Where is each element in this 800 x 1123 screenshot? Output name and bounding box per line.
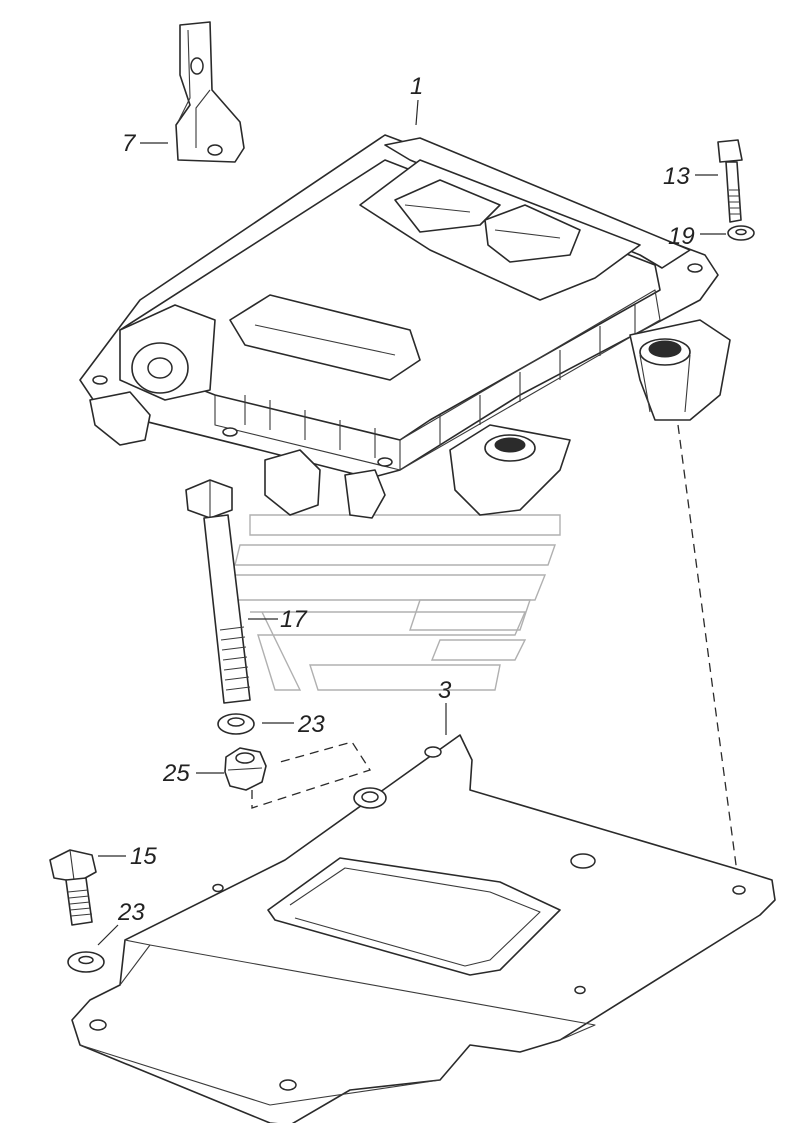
washer-part-23-upper (217, 713, 255, 735)
washer-part-19 (727, 225, 755, 241)
leader-lines (97, 99, 726, 946)
control-unit-part-1 (79, 134, 731, 519)
bolt-part-15 (49, 849, 97, 926)
bolt-part-13 (717, 139, 743, 223)
long-bolt-part-17 (185, 479, 251, 704)
callout-25: 25 (162, 760, 190, 787)
callout-23-upper: 23 (297, 711, 325, 738)
callout-7: 7 (122, 130, 137, 157)
bracket-part-7 (175, 21, 245, 163)
callout-23-lower: 23 (117, 899, 145, 926)
assembly-line-right (677, 424, 739, 881)
assembly-line-left (251, 741, 372, 809)
nut-part-25 (224, 747, 267, 791)
callout-1: 1 (410, 73, 423, 100)
washer-part-23-lower (67, 951, 105, 973)
callout-17: 17 (280, 606, 308, 633)
watermark-logo (224, 514, 561, 691)
callout-3: 3 (438, 677, 452, 704)
mounting-plate-part-3 (71, 734, 776, 1123)
callout-13: 13 (663, 163, 690, 190)
callout-15: 15 (130, 843, 157, 870)
callout-19: 19 (668, 223, 695, 250)
